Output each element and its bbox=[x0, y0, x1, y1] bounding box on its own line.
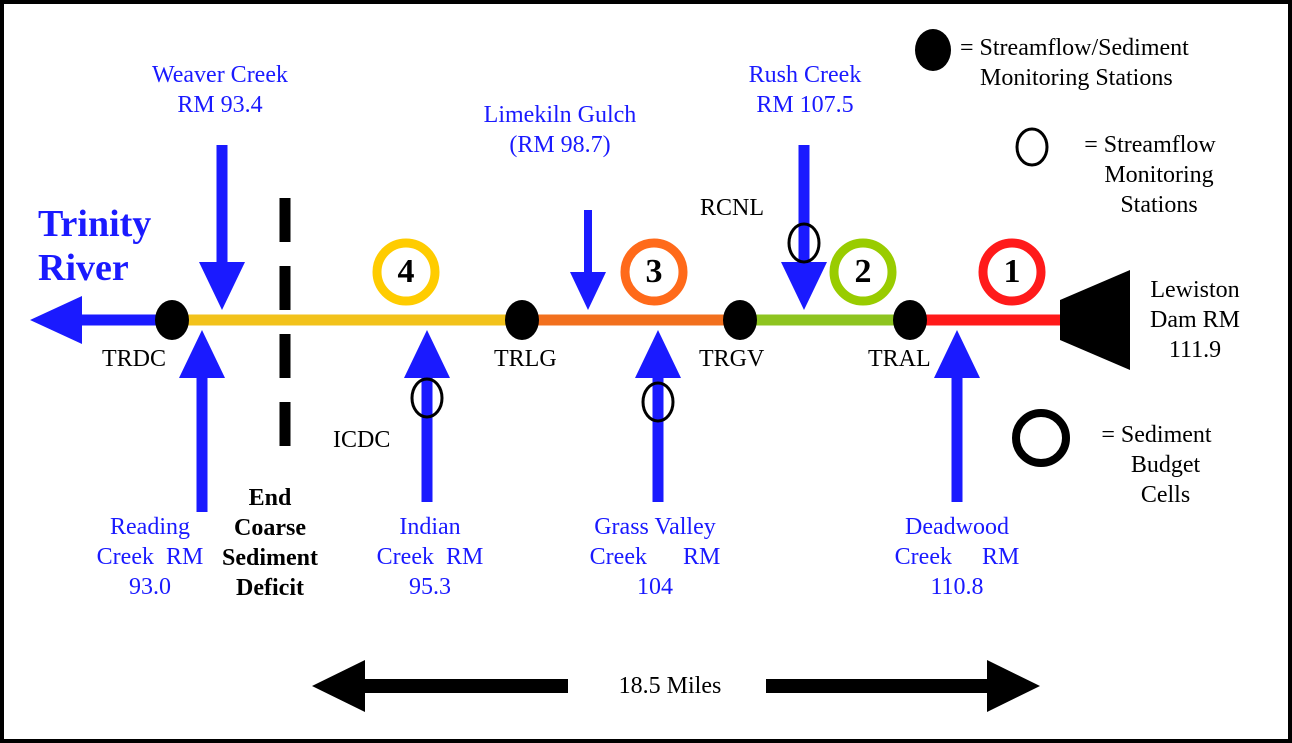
weaver-creek-label: Weaver Creek RM 93.4 bbox=[110, 60, 330, 120]
cell-3-number: 3 bbox=[645, 253, 663, 290]
station-trgv-dot bbox=[723, 300, 757, 340]
legend-sediment-cell-icon bbox=[1012, 409, 1070, 467]
grass-valley-line1: Grass Valley bbox=[594, 514, 716, 540]
cell-4-circle bbox=[372, 238, 440, 306]
dam-line3: 111.9 bbox=[1168, 337, 1222, 363]
river-title-line2: River bbox=[38, 247, 129, 289]
rush-creek-rm: RM 107.5 bbox=[756, 92, 854, 118]
legend-filled-line1: = Streamflow/Sediment bbox=[960, 35, 1189, 61]
station-trlg-dot bbox=[505, 300, 539, 340]
river-title-line1: Trinity bbox=[38, 203, 152, 245]
station-rcnl-circle bbox=[787, 222, 821, 264]
rush-creek-name: Rush Creek bbox=[748, 62, 862, 88]
grass-valley-creek-arrow bbox=[635, 330, 681, 502]
station-tral-dot bbox=[893, 300, 927, 340]
reading-line3: 93.0 bbox=[129, 574, 171, 600]
distance-arrow-right bbox=[766, 660, 1040, 712]
dam-line1: Lewiston bbox=[1150, 277, 1240, 303]
end-coarse-sediment-deficit-label: End Coarse Sediment Deficit bbox=[195, 483, 345, 603]
legend-open-station-icon bbox=[1015, 127, 1049, 167]
limekiln-gulch-name: Limekiln Gulch bbox=[483, 102, 637, 128]
limekiln-gulch-arrow bbox=[570, 210, 606, 310]
legend-open-line1: = Streamflow bbox=[1084, 132, 1216, 158]
reading-creek-label: Reading Creek RM 93.0 bbox=[75, 512, 225, 602]
rush-creek-arrow bbox=[781, 145, 827, 310]
weaver-creek-name: Weaver Creek bbox=[152, 62, 288, 88]
grass-valley-line2: Creek RM bbox=[589, 544, 721, 570]
station-trgv-label: TRGV bbox=[699, 346, 765, 372]
legend-open-station-text: = Streamflow Monitoring Stations bbox=[1055, 130, 1245, 220]
weaver-creek-arrow bbox=[199, 145, 245, 310]
indian-creek-arrow bbox=[404, 330, 450, 502]
station-tral-label: TRAL bbox=[868, 346, 931, 372]
deadwood-line3: 110.8 bbox=[930, 574, 984, 600]
lewiston-dam-label: Lewiston Dam RM 111.9 bbox=[1120, 275, 1270, 365]
station-icdc-label: ICDC bbox=[333, 427, 391, 453]
limekiln-gulch-label: Limekiln Gulch (RM 98.7) bbox=[440, 100, 680, 160]
reading-creek-arrow bbox=[179, 330, 225, 512]
legend-sediment-cell-text: = Sediment Budget Cells bbox=[1074, 420, 1239, 510]
lewiston-dam-icon bbox=[1060, 270, 1130, 370]
cell-2-circle bbox=[829, 238, 897, 306]
grass-valley-line3: 104 bbox=[637, 574, 673, 600]
indian-line2: Creek RM bbox=[376, 544, 484, 570]
cell-3-circle bbox=[620, 238, 688, 306]
deadwood-creek-label: Deadwood Creek RM 110.8 bbox=[862, 512, 1052, 602]
dam-line2: Dam RM bbox=[1150, 307, 1240, 333]
legend-filled-station-icon bbox=[915, 29, 951, 71]
reading-line2: Creek RM bbox=[96, 544, 204, 570]
deadwood-line1: Deadwood bbox=[905, 514, 1009, 540]
river-flow-arrow bbox=[30, 296, 172, 344]
legend-filled-station-text: = Streamflow/Sediment Monitoring Station… bbox=[960, 33, 1189, 93]
deadwood-line2: Creek RM bbox=[894, 544, 1020, 570]
deficit-line2: Coarse bbox=[234, 515, 306, 541]
station-grass-valley-circle bbox=[641, 381, 675, 423]
station-icdc-circle bbox=[410, 377, 444, 419]
reading-line1: Reading bbox=[110, 514, 190, 540]
deficit-line4: Deficit bbox=[236, 575, 304, 601]
river-title: Trinity River bbox=[38, 202, 151, 290]
station-trdc-dot bbox=[155, 300, 189, 340]
legend-filled-line2: Monitoring Stations bbox=[980, 65, 1173, 91]
legend-cell-line3: Cells bbox=[1140, 482, 1191, 508]
deadwood-creek-arrow bbox=[934, 330, 980, 502]
cell-4-number: 4 bbox=[397, 253, 415, 290]
legend-open-line3: Stations bbox=[1120, 192, 1198, 218]
legend-cell-line1: = Sediment bbox=[1101, 422, 1212, 448]
cell-1-circle bbox=[978, 238, 1046, 306]
station-rcnl-label: RCNL bbox=[700, 195, 765, 221]
deficit-line1: End bbox=[248, 485, 292, 511]
station-trlg-label: TRLG bbox=[494, 346, 557, 372]
deficit-line3: Sediment bbox=[222, 545, 318, 571]
indian-creek-label: Indian Creek RM 95.3 bbox=[350, 512, 510, 602]
limekiln-gulch-rm: (RM 98.7) bbox=[509, 132, 611, 158]
weaver-creek-rm: RM 93.4 bbox=[177, 92, 263, 118]
indian-line3: 95.3 bbox=[409, 574, 451, 600]
cell-2-number: 2 bbox=[854, 253, 872, 290]
station-trdc-label: TRDC bbox=[102, 346, 167, 372]
legend-cell-line2: Budget bbox=[1130, 452, 1201, 478]
legend-open-line2: Monitoring bbox=[1104, 162, 1214, 188]
rush-creek-label: Rush Creek RM 107.5 bbox=[705, 60, 905, 120]
distance-label: 18.5 Miles bbox=[618, 673, 722, 699]
distance-arrow-left bbox=[312, 660, 568, 712]
cell-1-number: 1 bbox=[1003, 253, 1021, 290]
grass-valley-creek-label: Grass Valley Creek RM 104 bbox=[555, 512, 755, 602]
indian-line1: Indian bbox=[399, 514, 461, 540]
